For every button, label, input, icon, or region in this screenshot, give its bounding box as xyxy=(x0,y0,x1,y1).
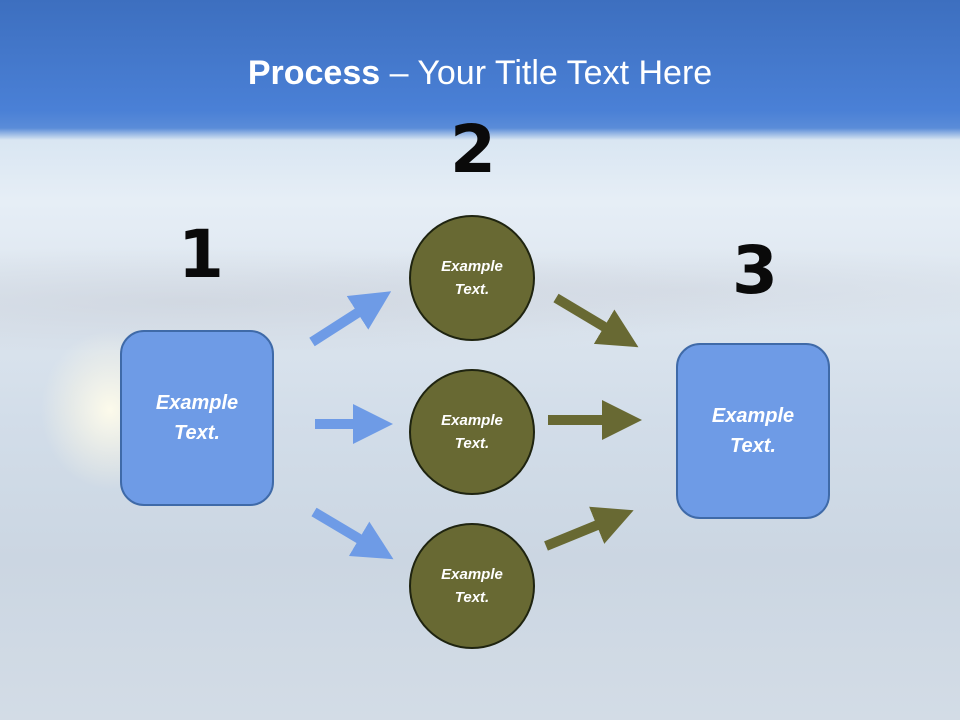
step-3-box: Example Text. xyxy=(676,343,830,519)
step-number-1: 1 xyxy=(178,216,224,293)
step-3-box-line2: Text. xyxy=(730,435,776,457)
arrow-olive-down xyxy=(553,293,639,348)
circle-bottom-line2: Text. xyxy=(454,589,490,606)
step-3-box-line1: Example xyxy=(711,405,795,427)
step-2-circle-middle: Example Text. xyxy=(409,369,535,495)
step-number-3: 3 xyxy=(732,232,778,309)
arrow-olive-up xyxy=(544,506,634,551)
circle-middle-line1: Example xyxy=(441,412,503,429)
slide-title: Process – Your Title Text Here xyxy=(0,54,960,93)
circle-top-line2: Text. xyxy=(454,281,490,298)
step-1-box-line1: Example xyxy=(155,392,239,414)
arrow-blue-up xyxy=(309,291,392,347)
step-2-circle-bottom: Example Text. xyxy=(409,523,535,649)
arrow-blue-down xyxy=(311,507,394,560)
step-2-circle-top: Example Text. xyxy=(409,215,535,341)
title-rest: – Your Title Text Here xyxy=(380,54,713,92)
step-1-box-line2: Text. xyxy=(174,422,220,444)
circle-bottom-line1: Example xyxy=(441,566,503,583)
step-1-box: Example Text. xyxy=(120,330,274,506)
circle-middle-line2: Text. xyxy=(454,435,490,452)
circle-top-line1: Example xyxy=(441,258,503,275)
title-bold: Process xyxy=(247,54,381,92)
step-number-2: 2 xyxy=(450,111,496,188)
